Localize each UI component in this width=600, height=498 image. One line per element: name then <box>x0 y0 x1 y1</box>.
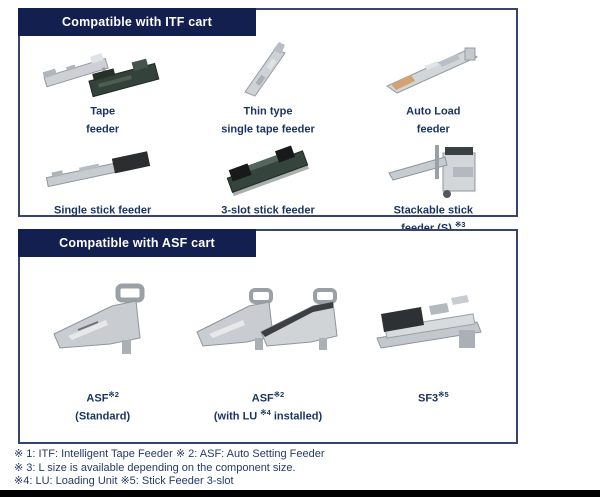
single-stick-feeder-label: Single stick feeder <box>54 200 151 218</box>
asf-standard-label: ASF※2 (Standard) <box>75 388 130 423</box>
feeder-item-stackable-stick-feeder: Stackable stick feeder (S) ※3 <box>351 136 516 235</box>
asf-section-header: Compatible with ASF cart <box>18 229 256 257</box>
tape-feeder-image <box>40 39 165 99</box>
feeder-item-thin-type-single-tape-feeder: Thin type single tape feeder <box>185 37 350 136</box>
footnote-2: ※ 3: L size is available depending on th… <box>14 461 296 474</box>
asf-standard-image <box>48 258 158 386</box>
feeder-item-3-slot-stick-feeder: 3-slot stick feeder <box>185 136 350 235</box>
itf-row-2: Single stick feeder <box>20 136 516 235</box>
itf-section-title: Compatible with ITF cart <box>62 15 212 29</box>
thin-type-single-tape-feeder-label: Thin type single tape feeder <box>221 101 315 136</box>
asf-feeder-grid: ASF※2 (Standard) <box>20 258 516 442</box>
itf-compatibility-box: Compatible with ITF cart <box>18 8 518 235</box>
itf-section-header: Compatible with ITF cart <box>18 8 256 36</box>
3-slot-stick-feeder-label: 3-slot stick feeder <box>221 200 315 218</box>
label-line-1: Tape <box>90 105 116 118</box>
auto-load-feeder-image <box>381 39 486 99</box>
label-line-2: feeder <box>416 123 450 136</box>
footnotes: ※ 1: ITF: Intelligent Tape Feeder ※ 2: A… <box>14 448 325 489</box>
footnote-3: ※4: LU: Loading Unit ※5: Stick Feeder 3-… <box>14 475 234 487</box>
asf-compatibility-box: Compatible with ASF cart ASF※2 (Standard… <box>18 229 518 444</box>
label-line-1: ASF※2 <box>251 390 285 405</box>
sf3-label: SF3※5 <box>418 388 449 406</box>
thin-type-single-tape-feeder-image <box>233 39 303 99</box>
label-line-2: (Standard) <box>75 410 131 423</box>
label-line-1: Single stick feeder <box>54 204 152 217</box>
sf3-image <box>371 258 496 386</box>
label-line-2: (with LU ※4 installed) <box>213 407 323 423</box>
tape-feeder-label: Tape feeder <box>86 101 119 136</box>
label-line-1: Auto Load <box>406 105 461 118</box>
feeder-item-tape-feeder: Tape feeder <box>20 37 185 136</box>
asf-section-title: Compatible with ASF cart <box>59 236 215 250</box>
label-line-1: SF3※5 <box>417 390 449 405</box>
asf-with-lu-image <box>193 258 343 386</box>
feeder-item-auto-load-feeder: Auto Load feeder <box>351 37 516 136</box>
feeder-item-asf-standard: ASF※2 (Standard) <box>20 258 185 442</box>
bottom-divider-bar <box>0 490 600 497</box>
asf-row-1: ASF※2 (Standard) <box>20 258 516 442</box>
asf-with-lu-label: ASF※2 (with LU ※4 installed) <box>214 388 322 423</box>
label-line-1: 3-slot stick feeder <box>221 204 315 217</box>
stackable-stick-feeder-image <box>383 138 483 199</box>
label-line-1: Thin type <box>243 105 293 118</box>
single-stick-feeder-image <box>40 138 165 198</box>
feeder-item-sf3: SF3※5 <box>351 258 516 442</box>
label-line-2: feeder <box>86 123 120 136</box>
itf-row-1: Tape feeder Thin type single tape feeder <box>20 37 516 136</box>
itf-feeder-grid: Tape feeder Thin type single tape feeder <box>20 37 516 235</box>
label-line-1: Stackable stick <box>393 204 474 217</box>
feeder-item-single-stick-feeder: Single stick feeder <box>20 136 185 235</box>
feeder-item-asf-with-lu: ASF※2 (with LU ※4 installed) <box>185 258 350 442</box>
label-line-2: single tape feeder <box>221 123 315 136</box>
label-line-1: ASF※2 <box>86 390 119 405</box>
3-slot-stick-feeder-image <box>220 138 315 198</box>
auto-load-feeder-label: Auto Load feeder <box>406 101 460 136</box>
footnote-1: ※ 1: ITF: Intelligent Tape Feeder ※ 2: A… <box>14 448 325 460</box>
